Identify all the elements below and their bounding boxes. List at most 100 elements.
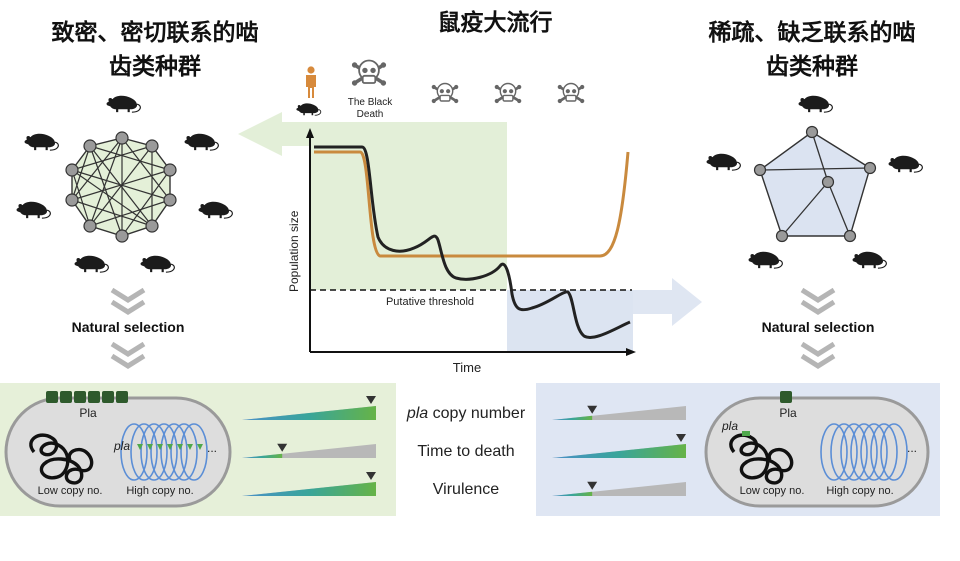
network-fill [759,131,871,237]
arrow-left-icon [238,112,507,156]
gauge-virulence-fill [552,491,593,496]
left-trait-gauges [242,396,376,496]
network-node [145,219,159,233]
rat-icon [888,155,923,173]
trait-virulence: Virulence [432,481,500,498]
trait-copy-number-text: copy number [428,405,526,422]
network-node [65,193,79,207]
rodent-population-line [314,145,631,339]
gauge-virulence-fill [242,482,376,496]
threshold-label: Putative threshold [386,296,474,308]
bacterium-cell-high-copy: Pla pla ... Low copy no. High copy no. [4,391,232,508]
arrow-right-icon [507,278,702,352]
network-node [65,163,79,177]
chevron-down-icon [800,341,836,369]
population-chart: Putative threshold Population size Time … [238,58,702,375]
right-trait-gauges [552,405,686,496]
left-title-line1: 致密、密切联系的啮 [51,20,259,46]
human-icon [306,66,316,98]
rat-icon [16,201,51,219]
low-copy-label: Low copy no. [38,485,103,497]
pla-protein-row [46,391,128,403]
triangle-marker-icon [587,405,598,414]
rat-icon [748,251,783,269]
network-node [115,131,129,145]
pandemic-label-line1: The Black [348,97,393,108]
trait-pla-copy-number: pla copy number [398,405,534,423]
high-copy-label: High copy no. [126,485,193,497]
chevron-down-icon [800,287,836,315]
gauge-time-to-death-fill [552,444,686,458]
rat-icon [198,201,233,219]
network-node [805,125,819,139]
plasmid-icon [820,423,908,481]
right-title-line1: 稀疏、缺乏联系的啮 [708,20,916,46]
skull-crossbones-icon [431,82,459,105]
triangle-marker-icon [676,434,686,442]
gauge-pla-copy-number-fill [242,406,376,420]
network-node [775,229,789,243]
human-population-line [314,150,630,258]
pla-protein-label: Pla [779,406,797,420]
rat-icon [706,153,741,171]
right-gauge-group [552,405,686,496]
triangle-marker-icon [587,481,598,490]
pla-gene-label: pla [113,439,130,453]
rat-icon [296,102,322,116]
chevron-down-icon [110,287,146,315]
natural-selection-left: Natural selection [71,319,185,335]
network-node [863,161,877,175]
network-node [145,139,159,153]
network-node [115,229,129,243]
network-node [753,163,767,177]
trait-pla-italic: pla [406,405,429,422]
network-node [843,229,857,243]
center-title: 鼠疫大流行 [437,10,553,36]
plasmid-icon [120,423,208,481]
gauge-time-to-death-track [242,444,376,458]
right-title: 稀疏、缺乏联系的啮 齿类种群 [672,16,952,84]
natural-selection-right: Natural selection [761,319,875,335]
network-node [83,139,97,153]
skull-crossbones-icon [494,82,522,105]
rat-icon [184,133,219,151]
rat-icon [852,251,887,269]
network-icon [71,137,171,237]
triangle-marker-icon [277,443,288,452]
x-axis-label: Time [453,360,481,375]
gauge-pla-copy-number-track [552,406,686,420]
network-icon [759,131,871,237]
gauge-time-to-death-fill [242,453,283,458]
skull-crossbones-icon [351,58,387,88]
more-plasmids-ellipsis: ... [207,441,217,455]
rat-icon [798,95,833,113]
rat-icon [74,255,109,273]
chromosome-tangle [729,433,794,485]
network-node [83,219,97,233]
network-node [163,163,177,177]
pla-protein-label: Pla [79,406,97,420]
pandemic-label-line2: Death [357,109,384,120]
gauge-pla-copy-number-fill [552,415,593,420]
rat-icon [106,95,141,113]
low-copy-label: Low copy no. [740,485,805,497]
pla-protein-single [780,391,792,403]
rat-icon [24,133,59,151]
left-gauge-group [242,396,376,496]
gauge-virulence-track [552,482,686,496]
skull-crossbones-icon [557,82,585,105]
chromosome-tangle [29,433,94,485]
triangle-marker-icon [366,472,376,480]
dense-era-shading [310,144,507,290]
left-title: 致密、密切联系的啮 齿类种群 [15,16,295,84]
triangle-marker-icon [366,396,376,404]
network-node [163,193,177,207]
left-title-line2: 齿类种群 [109,54,201,80]
bacterium-cell-low-copy: Pla pla ... Low copy no. High copy no. [704,391,930,508]
y-axis-label: Population size [287,210,301,292]
chevron-down-icon [110,341,146,369]
right-title-line2: 齿类种群 [766,54,858,80]
sparse-network-diagram [706,95,923,269]
trait-time-to-death: Time to death [417,443,515,460]
rat-icon [140,255,175,273]
